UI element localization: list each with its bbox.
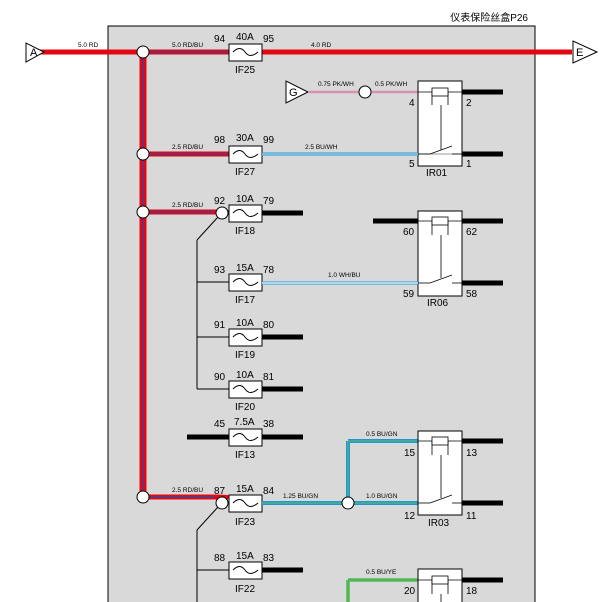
svg-text:IF19: IF19 [235,350,255,361]
wire-bu-gn [262,439,418,505]
fuse-if17: 93 15A 78 IF17 [214,263,275,306]
svg-text:13: 13 [466,448,478,459]
svg-text:IF23: IF23 [235,517,255,528]
svg-text:62: 62 [466,227,478,238]
svg-text:93: 93 [214,265,226,276]
svg-text:99: 99 [263,135,275,146]
svg-text:59: 59 [403,289,415,300]
wire-label: 0.5 BU/YE [366,569,397,576]
svg-text:40A: 40A [236,32,254,43]
wire-label: 0.5 BU/GN [366,431,398,438]
svg-text:87: 87 [214,486,226,497]
wire-label: 2.5 RD/BU [172,144,203,151]
svg-text:84: 84 [263,486,275,497]
svg-text:10A: 10A [236,318,254,329]
fuse-if19: 91 10A 80 IF19 [214,318,275,361]
svg-text:1: 1 [466,159,472,170]
svg-text:78: 78 [263,265,275,276]
svg-text:15: 15 [404,448,416,459]
svg-text:12: 12 [404,511,416,522]
svg-text:IF27: IF27 [235,167,255,178]
svg-text:91: 91 [214,320,226,331]
svg-text:IF17: IF17 [235,295,255,306]
svg-text:79: 79 [263,196,275,207]
fuse-if23: 87 15A 84 IF23 [214,484,275,528]
svg-text:IR06: IR06 [427,298,449,309]
splice-node [136,147,150,161]
svg-text:4: 4 [409,98,415,109]
svg-text:92: 92 [214,196,226,207]
splice-node [341,496,355,510]
wire-label: 2.5 RD/BU [172,487,203,494]
wire-label: 5.0 RD/BU [172,42,203,49]
splice-node [358,85,372,99]
wire-label: 4.0 RD [311,42,332,49]
connector-g: G [285,80,310,104]
splice-node [215,496,229,510]
svg-text:88: 88 [214,553,226,564]
wire-label: 1.0 WH/BU [328,272,361,279]
relay-ir03: 15 13 12 11 IR03 [404,430,478,529]
relay-ir01: 4 2 5 1 IR01 [409,80,472,179]
fuse-if22: 88 15A 83 IF22 [214,551,275,595]
splice-node [136,45,150,59]
svg-text:90: 90 [214,372,226,383]
svg-text:20: 20 [404,586,416,597]
svg-text:IF18: IF18 [235,226,255,237]
svg-text:45: 45 [214,419,226,430]
svg-text:98: 98 [214,135,226,146]
wire-label: 2.5 BU/WH [305,144,338,151]
svg-text:IF25: IF25 [235,65,255,76]
relay-ir06: 60 62 59 58 IR06 [403,210,478,309]
svg-text:30A: 30A [236,133,254,144]
svg-text:IF13: IF13 [235,450,255,461]
splice-node [136,205,150,219]
svg-text:IR03: IR03 [428,518,450,529]
svg-text:E: E [576,47,583,59]
splice-node [136,490,150,504]
fuse-if27: 98 30A 99 IF27 [214,133,275,178]
wire-label: 1.25 BU/GN [283,493,318,500]
splice-node [215,206,229,220]
svg-text:IF20: IF20 [235,402,255,413]
wire-label: 0.5 PK/WH [375,81,407,88]
svg-text:80: 80 [263,320,275,331]
svg-text:10A: 10A [236,194,254,205]
svg-text:38: 38 [263,419,275,430]
svg-text:81: 81 [263,372,275,383]
svg-text:10A: 10A [236,370,254,381]
wire-label: 2.5 RD/BU [172,202,203,209]
svg-text:95: 95 [263,34,275,45]
svg-text:2: 2 [466,98,472,109]
relay-bottom: 0.5 BU/YE 20 18 [346,568,478,602]
fuse-box-title: 仪表保险丝盒P26 [450,11,528,24]
connector-e: E [572,40,599,64]
main-bus [40,49,572,501]
svg-text:83: 83 [263,553,275,564]
svg-text:15A: 15A [236,551,254,562]
svg-text:IR01: IR01 [426,168,448,179]
svg-text:15A: 15A [236,263,254,274]
connector-a: A [25,42,46,63]
svg-text:15A: 15A [236,484,254,495]
wire-label: 1.0 BU/GN [366,493,398,500]
svg-text:5: 5 [409,159,415,170]
svg-text:58: 58 [466,289,478,300]
svg-text:A: A [30,47,38,59]
fuse-if13: 45 7.5A 38 IF13 [214,417,275,461]
svg-text:18: 18 [466,586,478,597]
fuse-if25: 94 40A 95 IF25 [214,32,275,76]
svg-text:60: 60 [403,227,415,238]
wire-label: 5.0 RD [78,42,99,49]
svg-text:11: 11 [466,511,477,522]
wire-label: 0.75 PK/WH [318,81,354,88]
svg-text:94: 94 [214,34,226,45]
svg-text:IF22: IF22 [235,584,255,595]
fuse-box-panel [107,25,536,602]
fuse-if20: 90 10A 81 IF20 [214,370,275,413]
svg-text:G: G [289,87,298,99]
svg-text:7.5A: 7.5A [234,417,255,428]
